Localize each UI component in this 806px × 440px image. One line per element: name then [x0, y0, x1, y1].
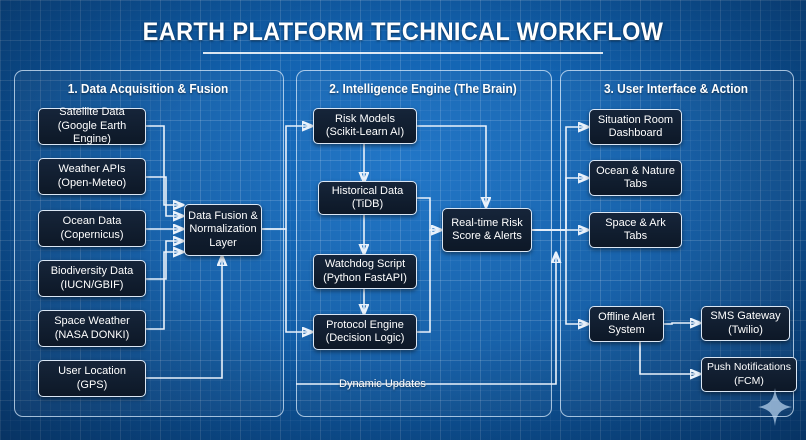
node-ocean-line2: (Copernicus): [60, 228, 124, 241]
node-satellite-data[interactable]: Satellite Data (Google Earth Engine): [38, 106, 146, 146]
node-oceantabs-line1: Ocean & Nature: [596, 164, 675, 177]
node-offline-line1: Offline Alert: [598, 310, 655, 323]
wire-historical-to-realtime: [417, 197, 441, 230]
node-ocean-line1: Ocean Data: [62, 215, 122, 227]
node-realtime-risk-score[interactable]: Real-time Risk Score & Alerts: [442, 208, 532, 252]
node-weather-line2: (Open-Meteo): [57, 176, 127, 189]
wire-dynamic-updates-feedback: [296, 253, 556, 385]
node-protocol-line1: Protocol Engine: [326, 318, 404, 331]
node-fusion-line2: Normalization: [189, 223, 257, 236]
wire-fusion-to-risk-models: [262, 126, 312, 230]
node-sms-line2: (Twilio): [728, 323, 763, 336]
node-watchdog-script[interactable]: Watchdog Script (Python FastAPI): [313, 254, 417, 289]
node-biodiversity-data[interactable]: Biodiversity Data (IUCN/GBIF): [38, 260, 146, 297]
node-risk-models[interactable]: Risk Models (Scikit-Learn AI): [313, 108, 417, 144]
node-biodiversity-line2: (IUCN/GBIF): [60, 278, 124, 291]
node-ocean-nature-tabs[interactable]: Ocean & Nature Tabs: [589, 160, 682, 196]
node-spacetabs-line2: Tabs: [623, 230, 648, 242]
node-watchdog-line1: Watchdog Script: [324, 258, 406, 270]
node-satellite-line1: Satellite Data: [59, 106, 125, 119]
wire-fusion-to-protocol-engine: [262, 228, 312, 332]
node-userlocation-line1: User Location: [58, 365, 126, 377]
panel-intelligence-engine: [296, 70, 552, 417]
node-offline-alert-system[interactable]: Offline Alert System: [589, 306, 664, 342]
node-fusion-line1: Data Fusion &: [188, 209, 258, 222]
node-situation-room-dashboard[interactable]: Situation Room Dashboard: [589, 109, 682, 145]
panel-title-user-interface: 3. User Interface & Action: [603, 82, 749, 96]
node-spaceweather-line2: (NASA DONKI): [54, 328, 130, 341]
node-spacetabs-line1: Space & Ark: [605, 216, 666, 229]
node-historical-line2: (TiDB): [351, 198, 384, 210]
node-space-weather[interactable]: Space Weather (NASA DONKI): [38, 310, 146, 347]
node-satellite-line2: (Google Earth Engine): [57, 119, 127, 146]
node-ocean-data[interactable]: Ocean Data (Copernicus): [38, 210, 146, 247]
node-realtime-line2: Score & Alerts: [452, 230, 522, 242]
wire-realtime-to-offline-alert: [532, 229, 588, 324]
node-riskmodels-line2: (Scikit-Learn AI): [325, 126, 405, 138]
sparkle-icon: [758, 388, 792, 426]
node-sms-gateway[interactable]: SMS Gateway (Twilio): [701, 306, 790, 341]
node-historical-data[interactable]: Historical Data (TiDB): [318, 181, 417, 215]
node-watchdog-line2: (Python FastAPI): [323, 271, 407, 284]
node-space-ark-tabs[interactable]: Space & Ark Tabs: [589, 212, 682, 248]
node-push-line1: Push Notifications: [706, 361, 792, 373]
wire-protocol-to-realtime: [417, 230, 441, 333]
label-dynamic-updates: Dynamic Updates: [339, 378, 426, 390]
wire-realtime-to-ocean-tabs: [532, 178, 588, 231]
wire-userlocation-to-fusion: [146, 256, 222, 379]
wire-satellite-to-fusion: [146, 125, 183, 205]
panel-title-intelligence-engine: 2. Intelligence Engine (The Brain): [329, 82, 517, 96]
panel-user-interface: [560, 70, 794, 417]
wire-weather-to-fusion: [146, 176, 183, 216]
node-offline-line2: System: [608, 324, 645, 336]
node-fusion-line3: Layer: [209, 236, 237, 249]
panel-title-data-acquisition: 1. Data Acquisition & Fusion: [67, 82, 229, 96]
node-oceantabs-line2: Tabs: [623, 178, 648, 190]
wire-offline-to-sms: [664, 323, 700, 324]
node-data-fusion-layer[interactable]: Data Fusion & Normalization Layer: [184, 204, 262, 256]
wire-offline-to-push: [639, 341, 700, 374]
node-situation-line2: Dashboard: [608, 127, 663, 139]
node-sms-line1: SMS Gateway: [710, 310, 781, 322]
page-title: EARTH PLATFORM TECHNICAL WORKFLOW: [142, 18, 664, 46]
node-riskmodels-line1: Risk Models: [335, 112, 395, 125]
node-weather-apis[interactable]: Weather APIs (Open-Meteo): [38, 158, 146, 195]
title-underline: [203, 52, 603, 54]
node-protocol-line2: (Decision Logic): [325, 332, 405, 344]
node-user-location[interactable]: User Location (GPS): [38, 360, 146, 397]
panel-data-acquisition: [14, 70, 284, 417]
wire-biodiversity-to-fusion: [146, 241, 183, 280]
node-situation-line1: Situation Room: [597, 113, 674, 126]
node-realtime-line1: Real-time Risk: [451, 216, 523, 229]
node-spaceweather-line1: Space Weather: [54, 315, 130, 327]
node-userlocation-line2: (GPS): [76, 378, 108, 391]
node-push-line2: (FCM): [734, 374, 764, 387]
node-biodiversity-line1: Biodiversity Data: [50, 265, 134, 277]
node-push-notifications[interactable]: Push Notifications (FCM): [701, 357, 797, 392]
node-protocol-engine[interactable]: Protocol Engine (Decision Logic): [313, 314, 417, 350]
node-historical-line1: Historical Data: [331, 184, 404, 197]
wire-risk-models-to-realtime: [417, 125, 486, 207]
node-weather-line1: Weather APIs: [58, 163, 126, 175]
wire-spaceweather-to-fusion: [146, 252, 183, 330]
